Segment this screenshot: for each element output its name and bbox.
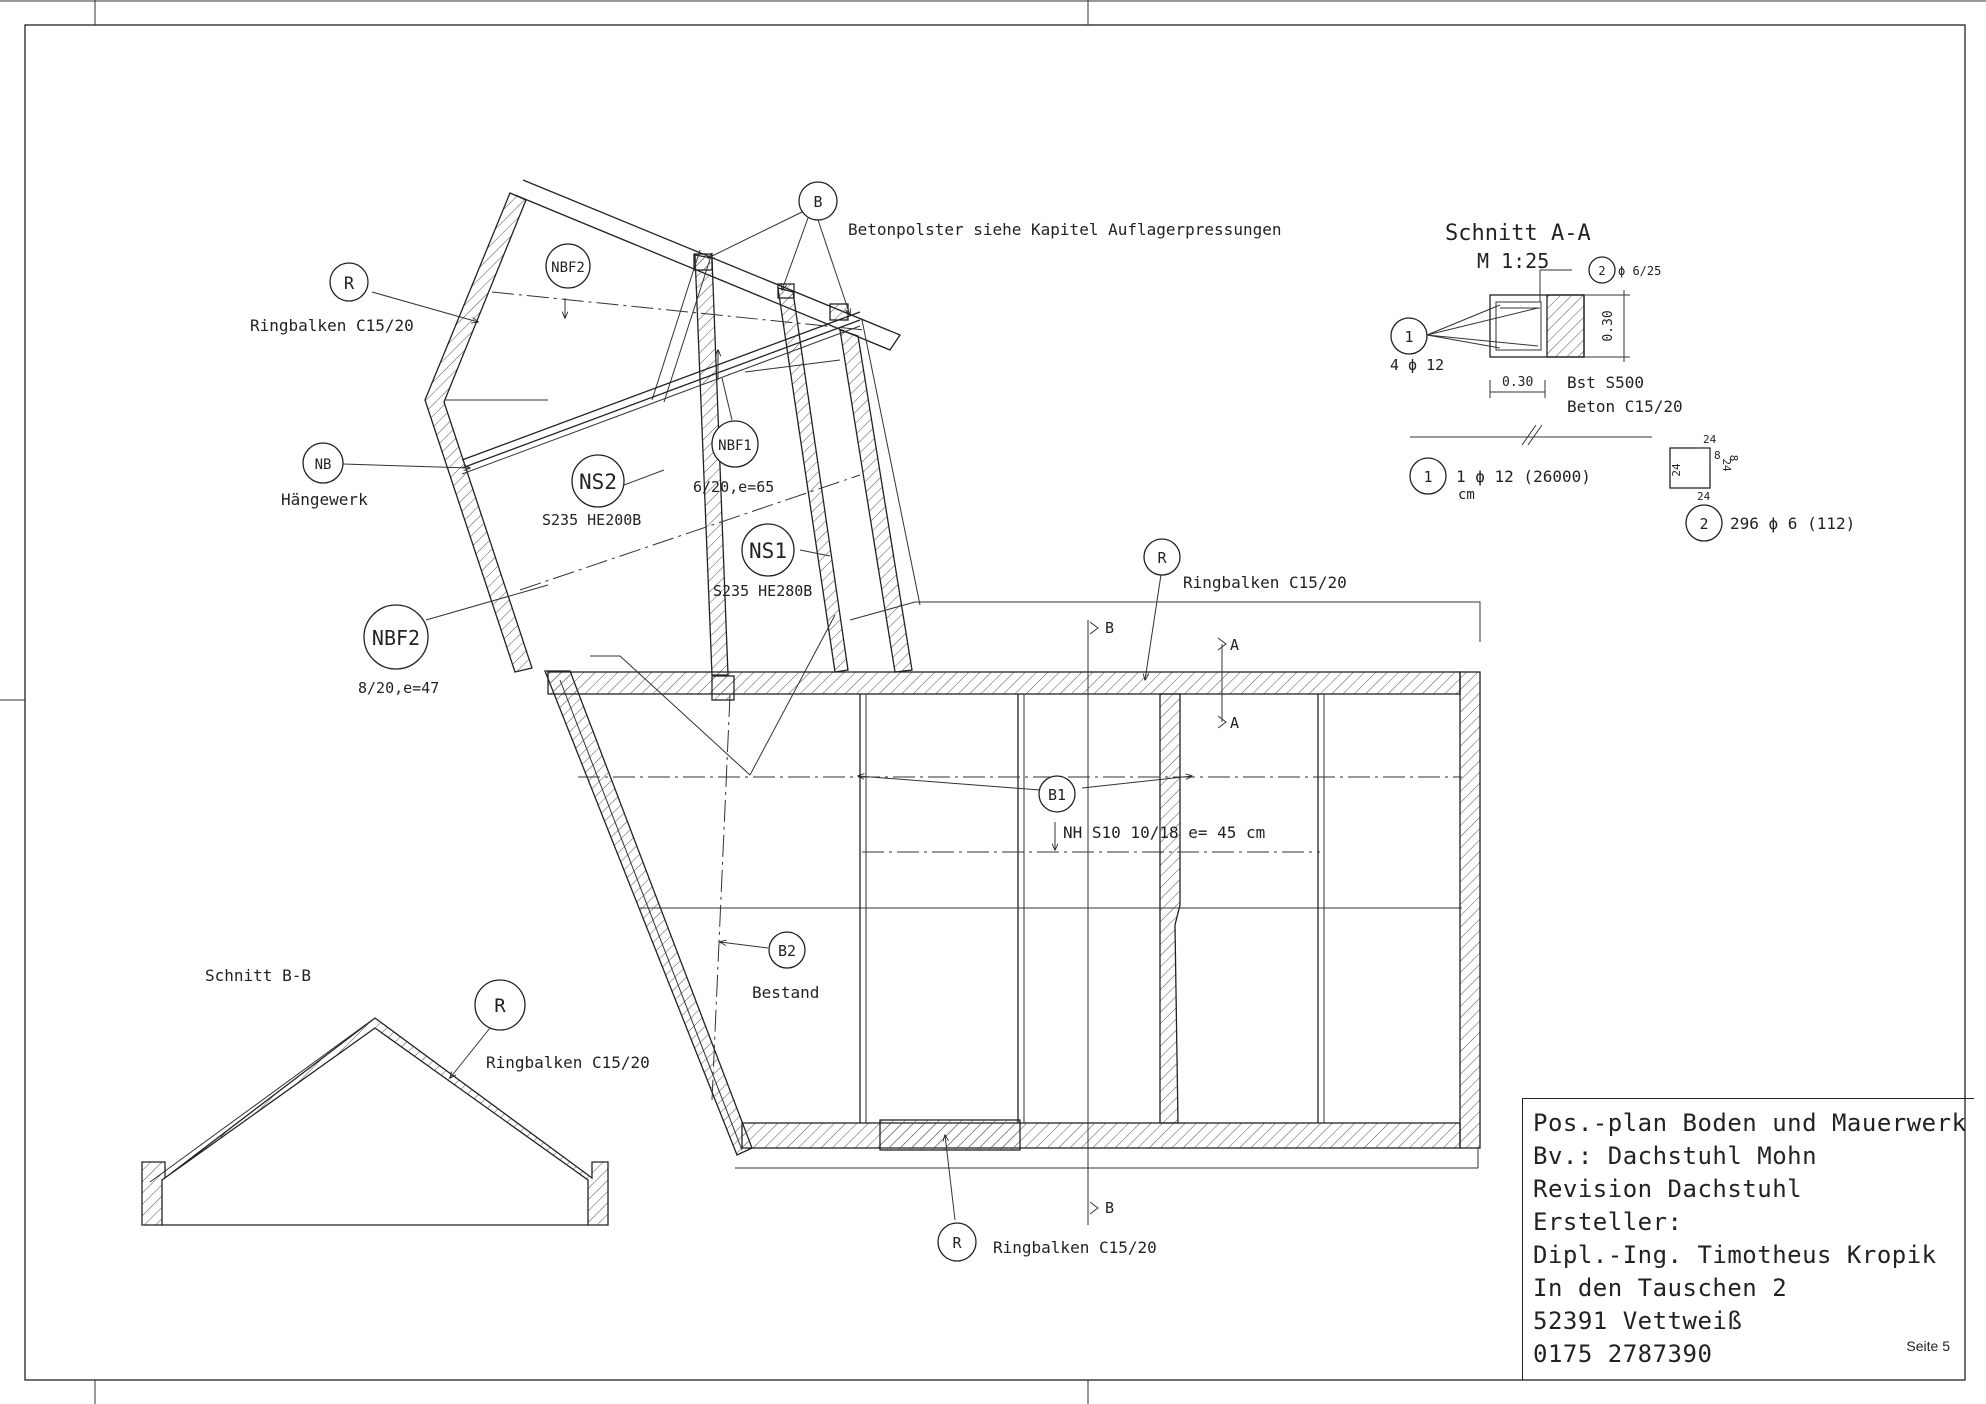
marker-bar-2-list: 2 [1685,504,1723,542]
bar1-count-label: 4 ϕ 12 [1390,356,1444,374]
title-block-line-6: In den Tauschen 2 [1533,1274,1788,1302]
section-a-top-label: A [1230,636,1239,654]
section-b-bottom-label: B [1105,1199,1114,1217]
section-aa-detail [1410,269,1711,489]
main-building [544,601,1481,1225]
svg-text:2: 2 [1598,264,1605,278]
marker-bar-1: 1 [1390,317,1428,355]
bar1-unit-label: cm [1458,487,1475,503]
ringbalken-label-3: Ringbalken C15/20 [486,1053,650,1072]
bar1-list-label: 1 ϕ 12 (26000) [1456,467,1591,486]
marker-R-2: R [1143,538,1181,576]
svg-text:NB: NB [315,457,332,473]
stirrup-dim-top: 24 [1703,433,1717,446]
schnitt-aa-title: Schnitt A-A [1445,221,1591,246]
svg-text:NS2: NS2 [579,470,617,494]
ringbalken-label-4: Ringbalken C15/20 [993,1238,1157,1257]
b1-dim-label: NH S10 10/18 e= 45 cm [1063,823,1265,842]
marker-R-1: R [329,262,369,302]
marker-NB: NB [302,442,344,484]
marker-R-3: R [474,979,526,1031]
title-block-line-4: Ersteller: [1533,1208,1683,1236]
ringbalken-label-1: Ringbalken C15/20 [250,316,414,335]
nbf2-dim-label: 8/20,e=47 [358,679,439,697]
marker-B1: B1 [1038,775,1076,813]
marker-R-4: R [937,1222,977,1262]
haengewerk-label: Hängewerk [281,490,368,509]
svg-text:NS1: NS1 [749,539,787,563]
section-a-bottom-label: A [1230,714,1239,732]
inclined-wing [424,179,921,676]
ringbalken-label-2: Ringbalken C15/20 [1183,573,1347,592]
stirrup-dim-bottom: 24 [1697,490,1711,503]
marker-B-top: B [798,181,838,221]
betonpolster-note: Betonpolster siehe Kapitel Auflagerpress… [848,220,1281,239]
stirrup-hook-a: 8 [1714,449,1721,462]
stirrup-dim-right: 24 [1720,458,1733,472]
svg-text:NBF2: NBF2 [372,626,420,650]
dim-width-label: 0.30 [1502,375,1533,390]
title-block-line-5: Dipl.-Ing. Timotheus Kropik [1533,1241,1937,1269]
bar2-list-label: 296 ϕ 6 (112) [1730,514,1855,533]
svg-text:B2: B2 [778,942,796,960]
svg-text:R: R [952,1234,962,1252]
title-block-line-1: Pos.-plan Boden und Mauerwerk [1533,1109,1967,1137]
dim-height-label: 0.30 [1601,310,1616,341]
stirrup-dim-left: 24 [1670,463,1683,477]
ns2-profile-label: S235 HE200B [542,511,641,529]
svg-text:NBF2: NBF2 [551,260,585,276]
title-block: Pos.-plan Boden und Mauerwerk Bv.: Dachs… [1522,1098,1974,1380]
schnitt-bb-title: Schnitt B-B [205,966,311,985]
marker-NBF2-bottom: NBF2 [363,604,429,670]
marker-NS2: NS2 [571,454,625,508]
svg-text:1: 1 [1423,468,1432,486]
title-block-line-8: 0175 2787390 [1533,1340,1713,1368]
marker-NBF1: NBF1 [711,420,759,468]
title-block-line-7: 52391 Vettweiß [1533,1307,1743,1335]
svg-text:B: B [813,193,822,211]
bestand-label: Bestand [752,983,819,1002]
bar2-stirrup-label: ϕ 6/25 [1618,264,1661,278]
svg-text:B1: B1 [1048,786,1066,804]
svg-text:2: 2 [1699,515,1708,533]
stirrup-hook-b: 8 [1727,455,1740,462]
svg-text:R: R [1157,549,1167,567]
title-block-line-3: Revision Dachstuhl [1533,1175,1803,1203]
svg-text:1: 1 [1404,328,1413,346]
svg-text:R: R [494,995,506,1017]
marker-NS1: NS1 [741,523,795,577]
page-number: Seite 5 [1906,1338,1950,1354]
title-block-line-2: Bv.: Dachstuhl Mohn [1533,1142,1818,1170]
steel-grade-label: Bst S500 [1567,373,1644,392]
marker-bar-2: 2 [1588,256,1616,284]
schnitt-aa-scale: M 1:25 [1477,249,1549,273]
section-bb [141,1017,609,1226]
leader-lines [342,211,1227,1221]
section-b-top-label: B [1105,619,1114,637]
concrete-grade-label: Beton C15/20 [1567,397,1683,416]
nbf1-dim-label: 6/20,e=65 [693,478,774,496]
marker-B2: B2 [768,931,806,969]
svg-text:NBF1: NBF1 [718,438,752,454]
svg-text:R: R [344,274,355,294]
marker-bar-1-list: 1 [1409,457,1447,495]
marker-NBF2-top: NBF2 [545,243,591,289]
ns1-profile-label: S235 HE280B [713,582,812,600]
